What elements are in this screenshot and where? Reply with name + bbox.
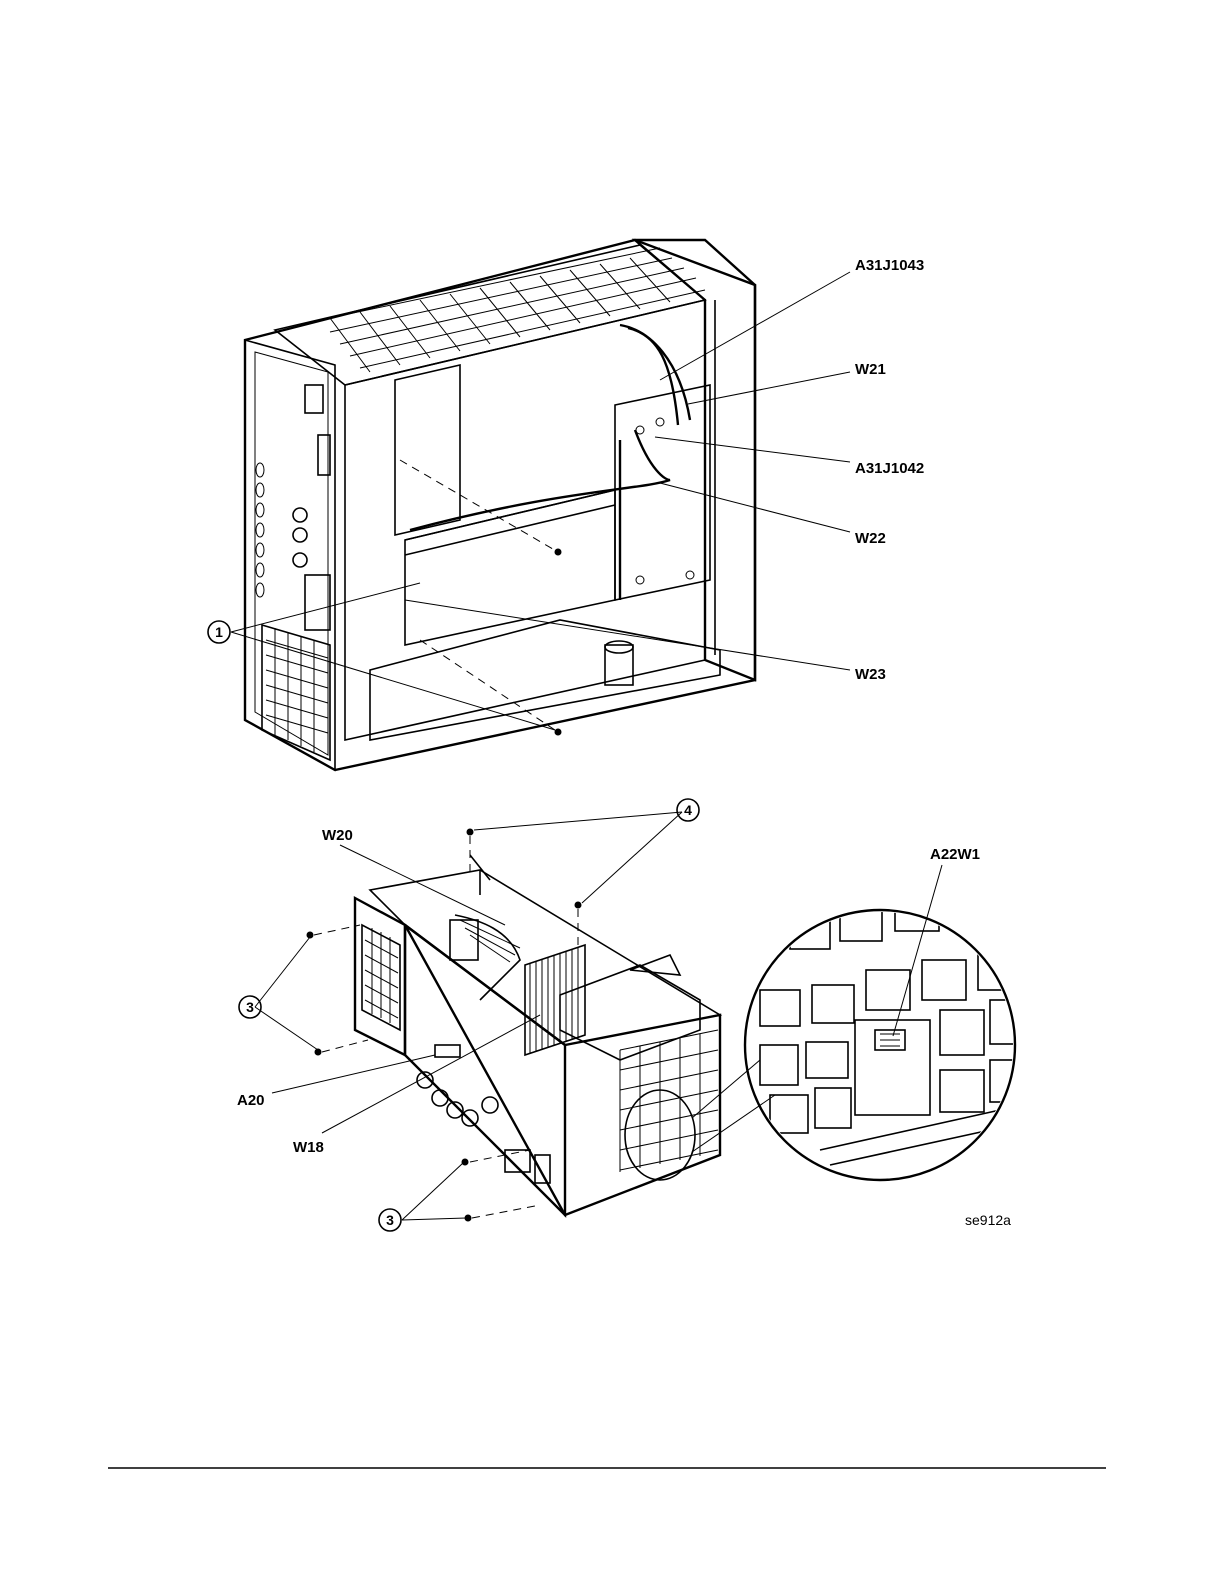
callout-4-number: 4 [684,802,692,818]
bottom-leader-lines [255,812,942,1220]
screw-top-left [467,829,474,836]
label-w18: W18 [293,1139,324,1156]
rear-connectors [256,385,330,630]
top-instrument-drawing [245,240,755,770]
top-vent-grid [320,248,705,372]
label-w21: W21 [855,361,886,378]
label-a22w1: A22W1 [930,846,980,863]
label-w22: W22 [855,530,886,547]
label-a31j1042: A31J1042 [855,460,924,477]
side-vent-grid [620,1030,718,1172]
callout-1: 1 [208,621,230,643]
figure-id: se912a [965,1212,1011,1228]
label-a31j1043: A31J1043 [855,257,924,274]
rear-fan-grill [262,625,330,760]
callout-3-upper-number: 3 [246,999,254,1015]
front-fan-grill [362,925,400,1030]
screw-top-right [575,902,582,909]
bottom-instrument-drawing [307,829,776,1222]
callout-1-number: 1 [215,624,223,640]
callout-4: 4 [677,799,699,821]
callout-3-lower-number: 3 [386,1212,394,1228]
label-a20: A20 [237,1092,265,1109]
screw-bottom-upper [462,1159,469,1166]
magnified-detail-view [745,885,1026,1180]
callout-3-lower: 3 [379,1209,401,1231]
label-w23: W23 [855,666,886,683]
label-w20: W20 [322,827,353,844]
callout-3-upper: 3 [239,996,261,1018]
screw-lower [555,729,562,736]
